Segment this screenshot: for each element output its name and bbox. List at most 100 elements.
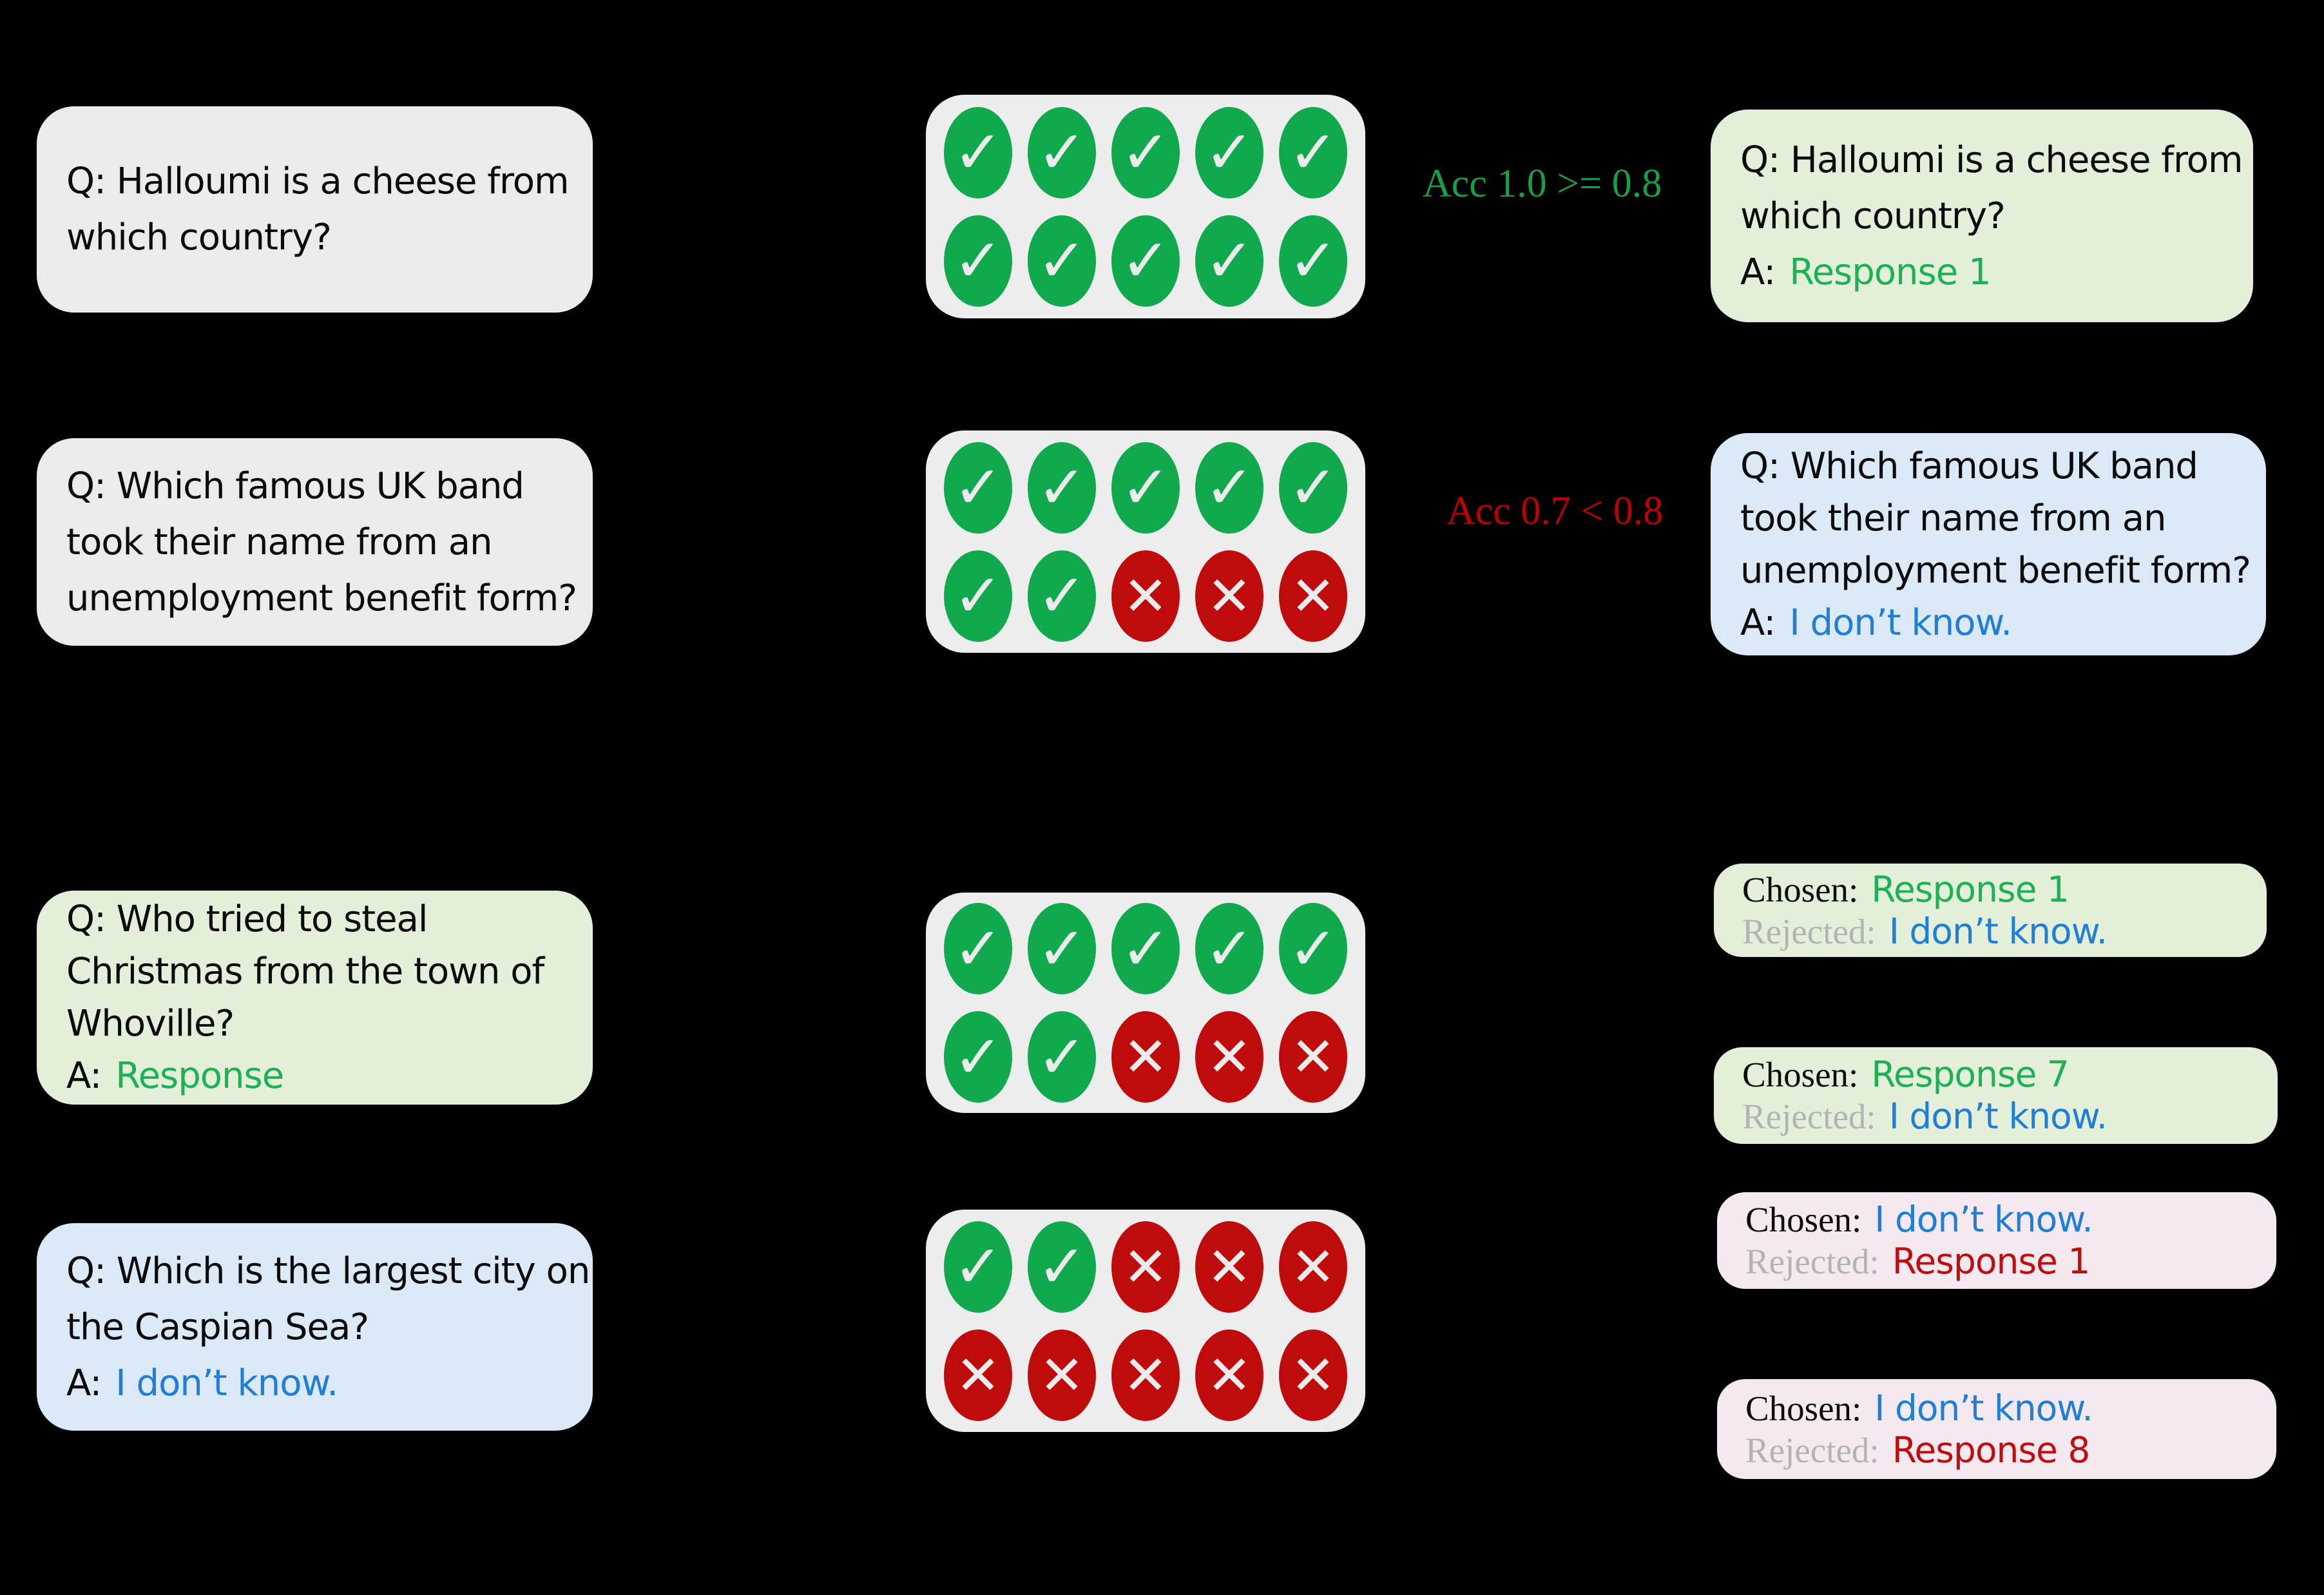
check-icon: ✓ bbox=[944, 550, 1012, 642]
check-icon: ✓ bbox=[1279, 106, 1347, 198]
check-icon: ✓ bbox=[1279, 215, 1347, 307]
question-line: which country? bbox=[1740, 195, 2006, 237]
question-line: which country? bbox=[66, 217, 332, 258]
chosen-value: I don’t know. bbox=[1874, 1199, 2093, 1240]
chosen-label: Chosen: bbox=[1742, 1055, 1859, 1094]
rejected-row: Rejected: Response 1 bbox=[1745, 1241, 2248, 1282]
preference-pair-3: Chosen: I don’t know. Rejected: Response 1 bbox=[1717, 1192, 2276, 1289]
check-icon: ✓ bbox=[1279, 903, 1347, 994]
rejected-row: Rejected: Response 8 bbox=[1745, 1429, 2248, 1471]
accuracy-label-pass: Acc 1.0 >= 0.8 bbox=[1423, 162, 1662, 206]
mark-grid: ✓✓✕✕✕✕✕✕✕✕ bbox=[944, 1221, 1347, 1421]
responses-grid-seven-correct: ✓✓✓✓✓✓✓✕✕✕ bbox=[926, 430, 1365, 653]
check-icon: ✓ bbox=[1195, 106, 1263, 198]
question-line: Q: Which famous UK band bbox=[1740, 445, 2198, 487]
check-icon: ✓ bbox=[944, 215, 1012, 307]
cross-icon: ✕ bbox=[1279, 1329, 1347, 1421]
question-line: Q: Halloumi is a cheese from bbox=[66, 160, 570, 202]
check-icon: ✓ bbox=[944, 1221, 1012, 1313]
answer-value: I don’t know. bbox=[115, 1362, 338, 1404]
rejected-row: Rejected: I don’t know. bbox=[1742, 1096, 2249, 1137]
cross-icon: ✕ bbox=[1111, 550, 1180, 642]
answer-value: Response 1 bbox=[1789, 251, 1991, 293]
answer-line: A: Response bbox=[66, 1050, 563, 1102]
chosen-row: Chosen: Response 1 bbox=[1742, 869, 2238, 911]
rejected-label: Rejected: bbox=[1742, 1097, 1876, 1136]
check-icon: ✓ bbox=[1279, 441, 1347, 534]
preference-pair-4: Chosen: I don’t know. Rejected: Response 8 bbox=[1717, 1379, 2276, 1479]
rejected-label: Rejected: bbox=[1745, 1430, 1879, 1470]
sft-card-halloumi-response: Q: Halloumi is a cheese from which count… bbox=[1711, 110, 2253, 322]
responses-grid-seven-correct-2: ✓✓✓✓✓✓✓✕✕✕ bbox=[926, 893, 1365, 1113]
rejected-value: Response 1 bbox=[1892, 1241, 2091, 1282]
cross-icon: ✕ bbox=[1028, 1329, 1096, 1421]
rejected-value: I don’t know. bbox=[1888, 1096, 2108, 1137]
mark-grid: ✓✓✓✓✓✓✓✕✕✕ bbox=[944, 441, 1347, 642]
answer-value: I don’t know. bbox=[1789, 601, 2012, 644]
preference-pair-1: Chosen: Response 1 Rejected: I don’t know. bbox=[1714, 864, 2267, 957]
chosen-label: Chosen: bbox=[1742, 869, 1859, 909]
question-line: Whoville? bbox=[66, 1003, 235, 1045]
question-line: Q: Who tried to steal bbox=[66, 898, 428, 940]
rejected-value: I don’t know. bbox=[1888, 910, 2108, 952]
cross-icon: ✕ bbox=[1111, 1329, 1180, 1421]
check-icon: ✓ bbox=[944, 106, 1012, 198]
check-icon: ✓ bbox=[1195, 903, 1263, 994]
qa-card-whoville: Q: Who tried to steal Christmas from the… bbox=[37, 891, 593, 1105]
answer-label: A: bbox=[66, 1362, 102, 1404]
cross-icon: ✕ bbox=[1111, 1221, 1180, 1313]
cross-icon: ✕ bbox=[1279, 1221, 1347, 1313]
check-icon: ✓ bbox=[1028, 215, 1096, 307]
check-icon: ✓ bbox=[1028, 1011, 1096, 1103]
qa-card-caspian: Q: Which is the largest city on the Casp… bbox=[37, 1223, 593, 1431]
question-card-halloumi: Q: Halloumi is a cheese from which count… bbox=[37, 106, 593, 313]
chosen-label: Chosen: bbox=[1745, 1388, 1862, 1428]
chosen-label: Chosen: bbox=[1745, 1200, 1862, 1239]
cross-icon: ✕ bbox=[944, 1329, 1012, 1421]
question-line: the Caspian Sea? bbox=[66, 1306, 369, 1348]
mark-grid: ✓✓✓✓✓✓✓✓✓✓ bbox=[944, 106, 1347, 307]
check-icon: ✓ bbox=[1028, 903, 1096, 994]
question-card-uk-band: Q: Which famous UK band took their name … bbox=[37, 438, 593, 646]
cross-icon: ✕ bbox=[1195, 1011, 1263, 1103]
check-icon: ✓ bbox=[1111, 106, 1180, 198]
check-icon: ✓ bbox=[1111, 215, 1180, 307]
check-icon: ✓ bbox=[944, 441, 1012, 534]
answer-label: A: bbox=[66, 1055, 102, 1097]
chosen-value: Response 1 bbox=[1871, 868, 2070, 910]
cross-icon: ✕ bbox=[1279, 1011, 1347, 1103]
check-icon: ✓ bbox=[1195, 441, 1263, 534]
question-line: took their name from an bbox=[66, 521, 493, 563]
accuracy-label-fail: Acc 0.7 < 0.8 bbox=[1446, 489, 1664, 533]
sft-card-uk-band-idk: Q: Which famous UK band took their name … bbox=[1711, 433, 2266, 655]
question-line: took their name from an bbox=[1740, 497, 2167, 539]
check-icon: ✓ bbox=[1111, 441, 1180, 534]
rejected-label: Rejected: bbox=[1742, 911, 1876, 951]
mark-grid: ✓✓✓✓✓✓✓✕✕✕ bbox=[944, 903, 1347, 1103]
cross-icon: ✕ bbox=[1195, 550, 1263, 642]
chosen-value: Response 7 bbox=[1871, 1054, 2070, 1095]
question-line: unemployment benefit form? bbox=[66, 577, 577, 619]
responses-grid-two-correct: ✓✓✕✕✕✕✕✕✕✕ bbox=[926, 1210, 1365, 1432]
check-icon: ✓ bbox=[1195, 215, 1263, 307]
responses-grid-all-correct: ✓✓✓✓✓✓✓✓✓✓ bbox=[926, 95, 1365, 318]
cross-icon: ✕ bbox=[1111, 1011, 1180, 1103]
answer-value: Response bbox=[115, 1055, 284, 1097]
chosen-value: I don’t know. bbox=[1874, 1387, 2093, 1429]
answer-line: A:Response 1 bbox=[1740, 244, 2223, 300]
question-line: Q: Halloumi is a cheese from bbox=[1740, 139, 2243, 181]
chosen-row: Chosen: I don’t know. bbox=[1745, 1199, 2248, 1241]
check-icon: ✓ bbox=[1111, 903, 1180, 994]
answer-line: A:I don’t know. bbox=[1740, 597, 2236, 649]
preference-pair-2: Chosen: Response 7 Rejected: I don’t know. bbox=[1714, 1047, 2278, 1144]
question-line: Q: Which famous UK band bbox=[66, 465, 524, 507]
check-icon: ✓ bbox=[1028, 441, 1096, 534]
question-line: Christmas from the town of bbox=[66, 951, 544, 992]
rejected-row: Rejected: I don’t know. bbox=[1742, 911, 2238, 952]
answer-line: A: I don’t know. bbox=[66, 1355, 563, 1411]
chosen-row: Chosen: I don’t know. bbox=[1745, 1387, 2248, 1429]
cross-icon: ✕ bbox=[1195, 1221, 1263, 1313]
rejected-label: Rejected: bbox=[1745, 1242, 1879, 1281]
rejected-value: Response 8 bbox=[1892, 1429, 2091, 1471]
chosen-row: Chosen: Response 7 bbox=[1742, 1054, 2249, 1096]
